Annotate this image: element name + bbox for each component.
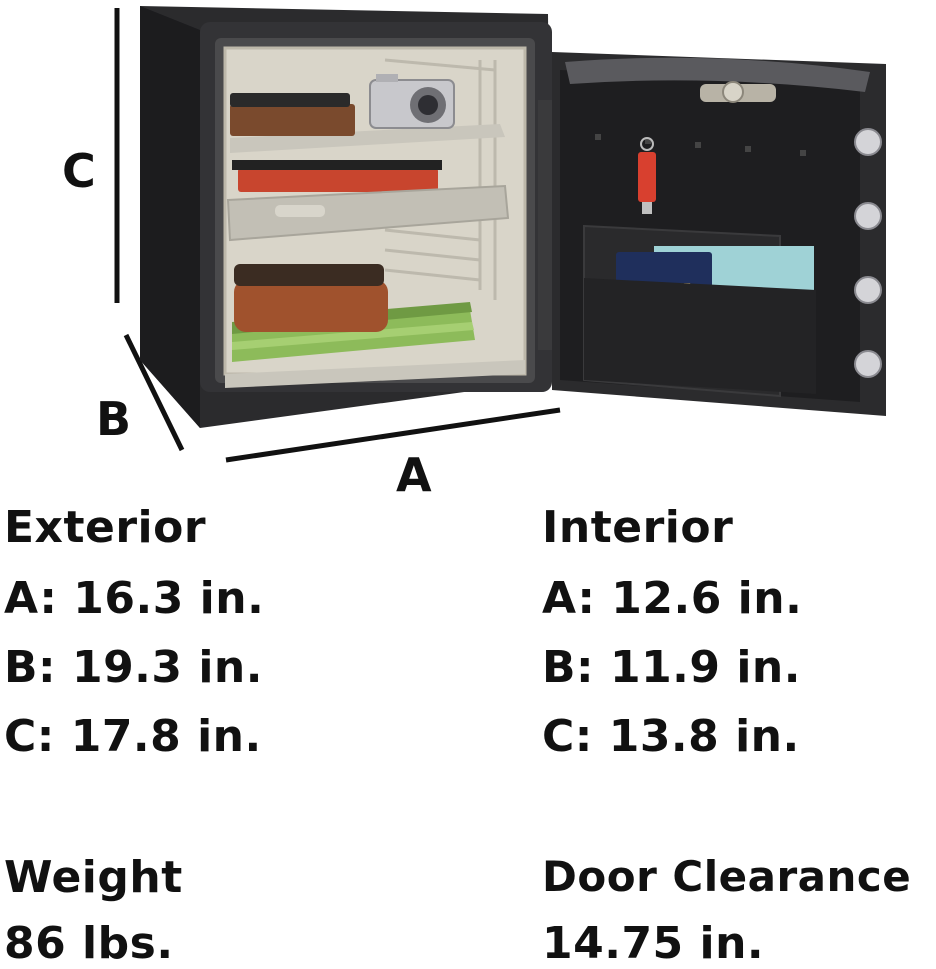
dimension-label-a: A (396, 448, 432, 502)
interior-b-value: B: 11.9 in. (542, 642, 801, 693)
usb-drive (638, 137, 656, 214)
safe-body (140, 6, 552, 428)
safe-illustration: PASSPORT (114, 6, 886, 463)
door-handle (565, 57, 870, 92)
book (230, 104, 355, 136)
door-clearance-heading: Door Clearance (542, 852, 912, 901)
dimension-label-c: C (62, 144, 96, 198)
door-hinge (538, 100, 556, 350)
dimension-b-line (123, 333, 185, 452)
drawer (226, 184, 510, 242)
locking-bolts (854, 128, 882, 378)
door-pocket (584, 278, 816, 394)
dimension-a-line (225, 407, 561, 463)
exterior-heading: Exterior (4, 502, 207, 553)
interior-heading: Interior (542, 502, 734, 553)
exterior-c-value: C: 17.8 in. (4, 711, 262, 762)
top-shelf (230, 124, 505, 153)
interior-a-value: A: 12.6 in. (542, 573, 803, 624)
exterior-b-value: B: 19.3 in. (4, 642, 263, 693)
exterior-a-value: A: 16.3 in. (4, 573, 265, 624)
weight-value: 86 lbs. (4, 918, 174, 969)
camera (369, 74, 455, 129)
dimension-label-b: B (96, 392, 132, 446)
interior-c-value: C: 13.8 in. (542, 711, 800, 762)
weight-heading: Weight (4, 852, 183, 903)
red-book (238, 168, 438, 192)
ornate-book (234, 280, 388, 332)
safe-door: PASSPORT (552, 52, 886, 416)
door-clearance-value: 14.75 in. (542, 918, 765, 969)
